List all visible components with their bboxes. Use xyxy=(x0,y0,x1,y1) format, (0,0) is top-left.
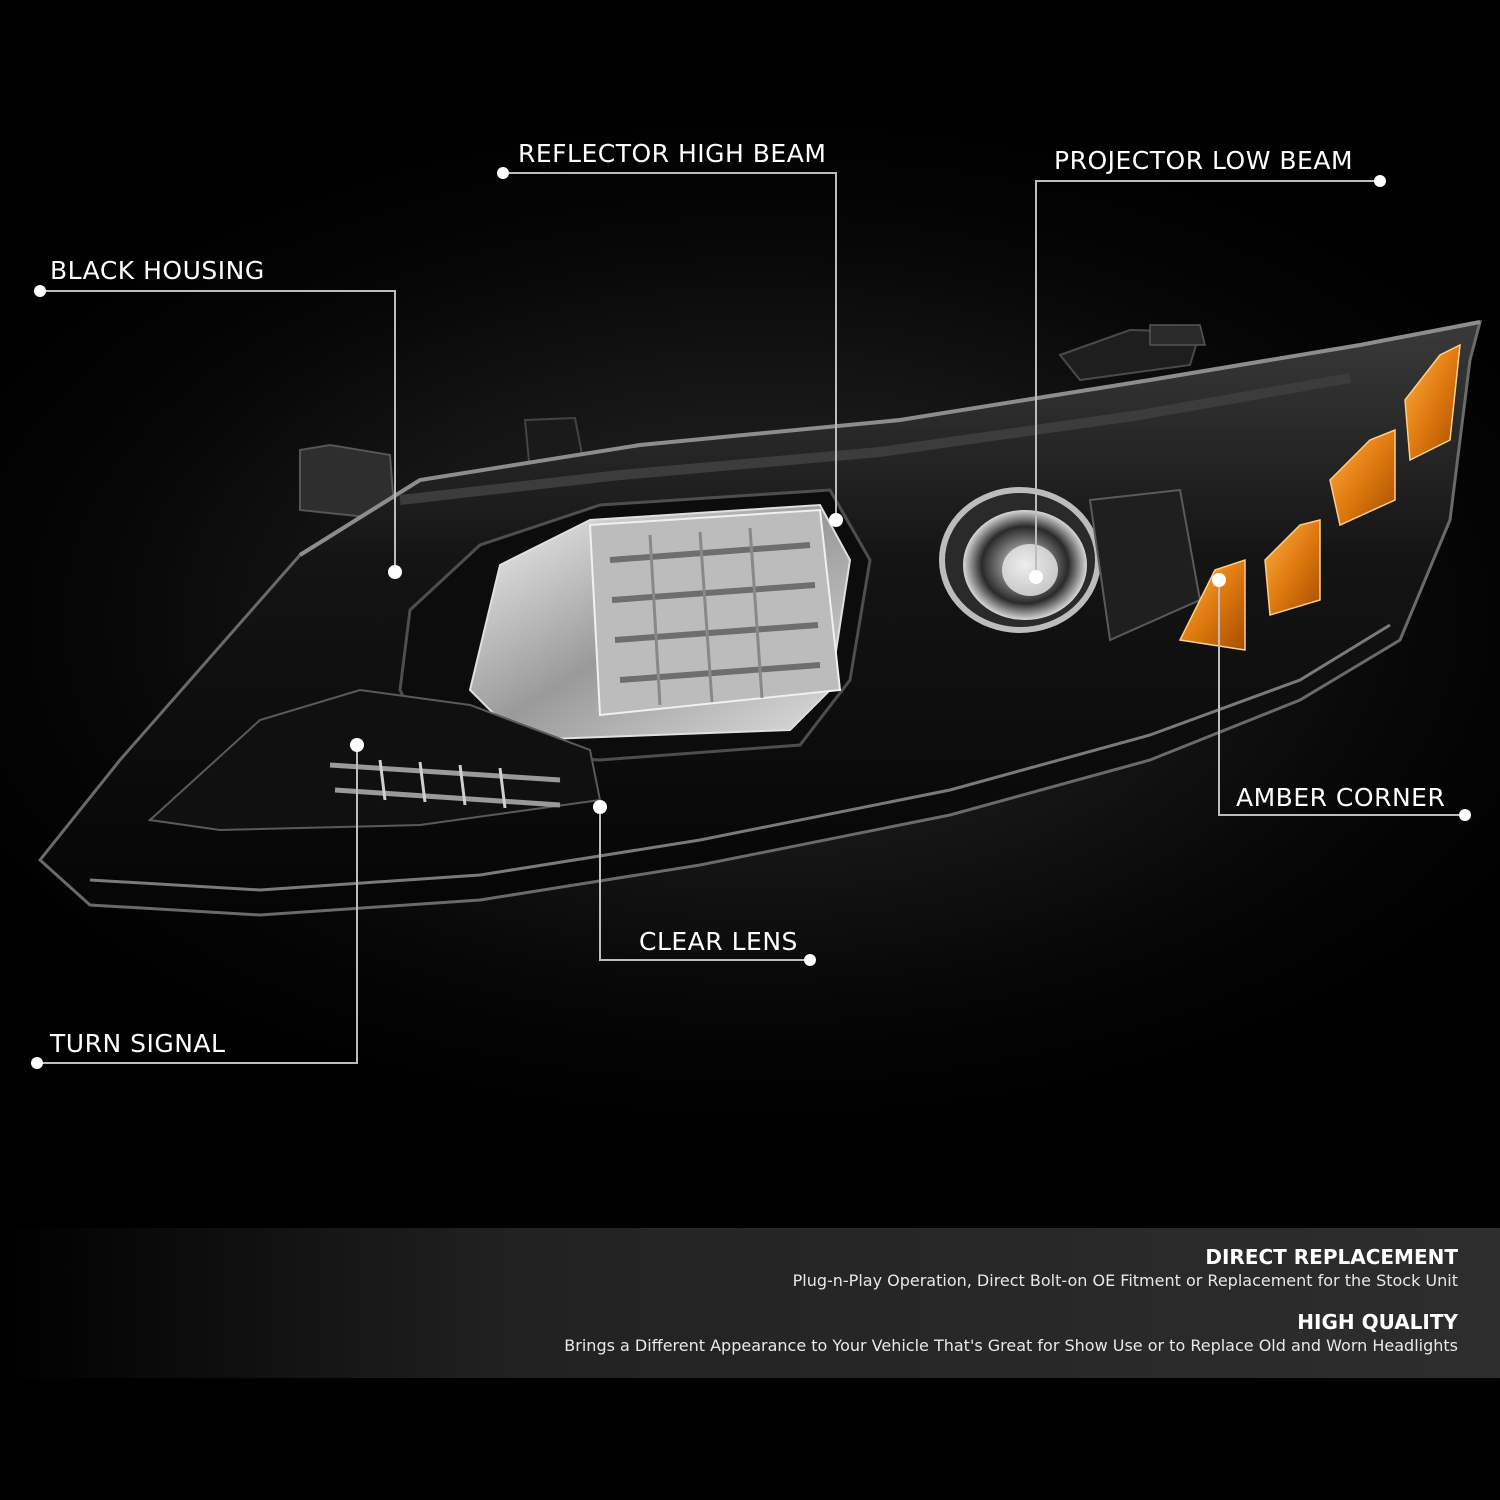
reflector-high-beam xyxy=(468,503,852,742)
label-clear-lens: CLEAR LENS xyxy=(639,927,798,956)
callout-dots xyxy=(31,167,1471,1069)
feature-description: Plug-n-Play Operation, Direct Bolt-on OE… xyxy=(792,1271,1458,1290)
amber-corner xyxy=(1178,343,1461,651)
feature-description: Brings a Different Appearance to Your Ve… xyxy=(564,1336,1458,1355)
lens-lower-edge xyxy=(89,623,1391,892)
label-turn-signal: TURN SIGNAL xyxy=(50,1029,226,1058)
feature-title: DIRECT REPLACEMENT xyxy=(1205,1245,1458,1269)
turn-signal-area xyxy=(147,688,602,832)
housing-rim xyxy=(298,320,1481,557)
feature-title: HIGH QUALITY xyxy=(1297,1310,1458,1334)
label-amber-corner: AMBER CORNER xyxy=(1236,783,1446,812)
feature-direct-replacement: DIRECT REPLACEMENT Plug-n-Play Operation… xyxy=(793,1244,1458,1292)
callout-leader-lines xyxy=(37,172,1465,1064)
feature-high-quality: HIGH QUALITY Brings a Different Appearan… xyxy=(564,1309,1458,1357)
feature-banner xyxy=(0,1228,1500,1378)
projector-low-beam xyxy=(939,487,1202,642)
label-reflector-high-beam: REFLECTOR HIGH BEAM xyxy=(518,139,827,168)
label-projector-low-beam: PROJECTOR LOW BEAM xyxy=(1054,146,1354,175)
label-black-housing: BLACK HOUSING xyxy=(50,256,265,285)
mounting-tabs xyxy=(299,324,1206,522)
